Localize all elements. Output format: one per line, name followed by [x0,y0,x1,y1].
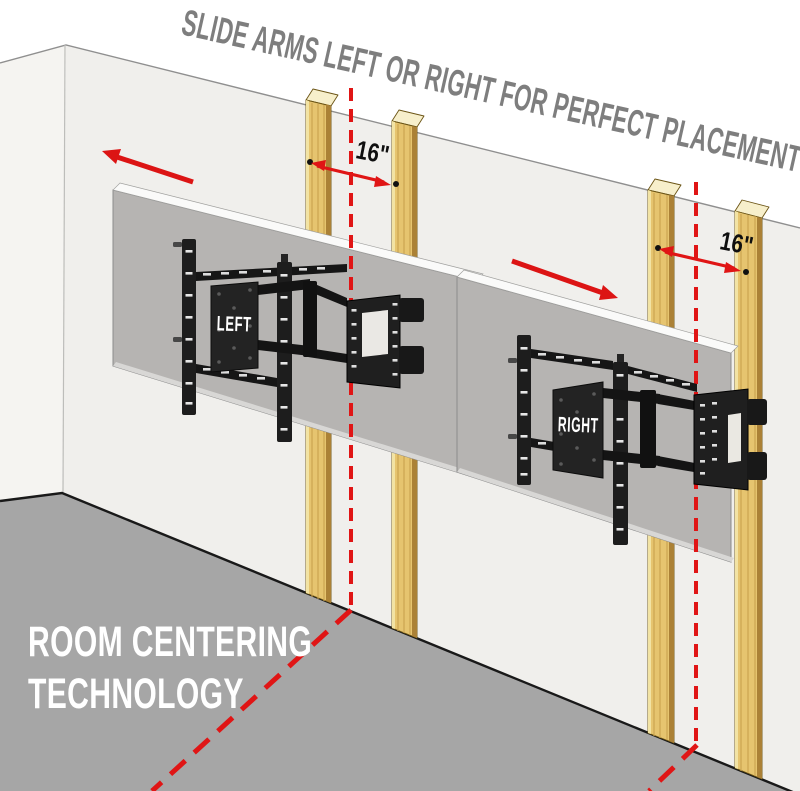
dimension-arrow-line [316,164,385,184]
dimension-arrowhead-right [724,262,741,273]
stud-spacing-label-left: 16" [354,135,392,169]
rail-holes [185,250,193,405]
wall-plate-bracket [747,399,767,425]
vesa-plate-holes [559,392,596,466]
footer-title: ROOM CENTERING TECHNOLOGY [28,617,312,718]
floor-center-line-right [647,743,699,791]
tv-panel-left [112,182,484,479]
vesa-plate-holes [217,288,252,364]
footer-line-2: TECHNOLOGY [28,669,244,718]
mount-bottom-bar-holes [203,368,265,380]
mount-top-bar-ext [628,366,697,392]
rail-knob [617,354,624,362]
vesa-plate [552,381,604,479]
rail-knob [281,254,288,262]
dimension-arrowhead-left [311,160,326,171]
slide-right-arrow [511,258,618,300]
rail-holes [280,274,288,431]
stud-right-pair-2 [734,199,770,780]
tv-top-bevel [112,182,484,282]
mount-top-bar [531,349,613,370]
footer-line-1: ROOM CENTERING [28,617,312,666]
mount-top-bar [196,264,347,281]
vesa-plate [210,281,259,373]
dimension-dot [307,159,313,165]
dimension-dot [393,181,399,187]
mount-label-left: LEFT [216,311,252,336]
tv-bottom-bevel [457,468,734,562]
mount-top-bar-holes [538,353,690,386]
mount-rail-left [182,239,196,415]
rail-bolt [508,434,517,439]
dimension-left-pair: 16" [307,135,399,187]
wall-plate-holes [700,402,717,475]
mount-rail-left [517,335,531,485]
stud-spacing-label-right: 16" [718,226,756,260]
articulating-arm [258,279,347,363]
tv-mount-left: LEFT [173,239,424,442]
slide-left-arrow [102,149,194,185]
dimension-right-pair: 16" [655,226,756,275]
wall-corner-line [62,44,66,494]
mount-label-right: RIGHT [557,412,599,438]
dimension-arrowhead-right [374,176,391,187]
floor-edge [0,491,794,791]
rail-bolt [173,242,182,247]
wall-plate-bracket [747,452,767,480]
dimension-dot [655,245,661,251]
side-wall [0,45,66,501]
wall-plate-bracket [399,346,424,374]
dimension-arrow-line [664,250,735,270]
wall-top-edge [0,44,800,229]
dimension-dot [743,269,749,275]
wall-plate-window [728,413,741,463]
floor-fill [0,493,800,791]
wall-plate-holes [351,303,398,376]
tv-top-bevel [456,269,739,354]
dimension-arrowhead-left [659,246,674,257]
tv-mount-right: RIGHT [508,335,767,545]
wall-plate-window [362,310,388,357]
rail-bolt [508,358,517,363]
mount-top-bar-holes [203,267,325,276]
wall-plate-bracket [399,298,424,322]
tv-bottom-bevel [113,362,479,478]
articulating-arm [603,388,700,473]
rail-holes [520,347,528,476]
floor-center-line-left [150,608,353,791]
rail-bolt [173,337,182,342]
